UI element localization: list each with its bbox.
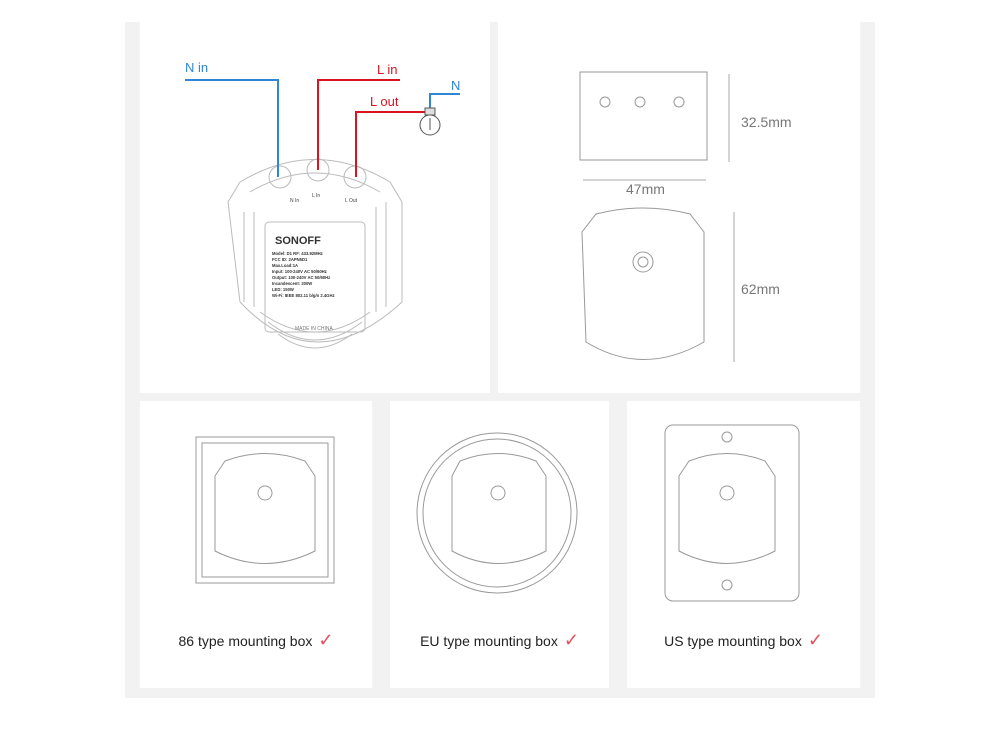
brand-logo: SONOFF	[275, 235, 321, 247]
terminal-label: L Out	[345, 198, 358, 204]
l-in-label: L in	[377, 62, 397, 77]
live-out-wire	[355, 111, 425, 177]
depth-dimension: 62mm	[741, 281, 780, 297]
mounting-86-panel: 86 type mounting box ✓	[140, 401, 372, 688]
n-in-label: N in	[185, 60, 208, 75]
mounting-86-caption: 86 type mounting box ✓	[140, 630, 372, 651]
dimensions-drawing: 32.5mm 47mm 62mm	[579, 71, 792, 362]
dimensions-panel: 32.5mm 47mm 62mm	[498, 22, 860, 393]
eu-box-drawing	[416, 432, 578, 594]
spec-line: Output: 100-240V AC 50/60Hz	[272, 275, 330, 280]
spec-line: Wi-Fi: IEEE 802.11 b/g/n 2.4GHz	[272, 293, 335, 298]
spec-line: Input: 100-240V AC 50/60Hz	[272, 269, 327, 274]
caption-text: 86 type mounting box	[178, 633, 313, 649]
check-icon: ✓	[563, 630, 579, 650]
terminal-label: L In	[312, 193, 320, 199]
spec-line: Model: D1 RF: 433.92MHz	[272, 251, 323, 256]
check-icon: ✓	[318, 630, 334, 650]
86-box-drawing	[195, 436, 335, 584]
spec-line: Incandescent: 200W	[272, 281, 312, 286]
l-out-label: L out	[370, 94, 399, 109]
height-dimension: 32.5mm	[741, 114, 792, 130]
mounting-eu-caption: EU type mounting box ✓	[390, 630, 609, 651]
neutral-wire	[185, 79, 279, 177]
mounting-us-panel: US type mounting box ✓	[627, 401, 860, 688]
check-icon: ✓	[807, 630, 823, 650]
wiring-diagram: N in L in L out N N In L In L Out SONOFF…	[185, 60, 460, 349]
light-bulb-icon	[419, 107, 441, 136]
n-label: N	[451, 78, 460, 93]
spec-line: FCC ID: 2APN5D1	[272, 257, 308, 262]
us-box-drawing	[664, 424, 800, 602]
caption-text: US type mounting box	[664, 633, 802, 649]
spec-line: LED: 150W	[272, 287, 294, 292]
live-in-wire	[317, 79, 400, 170]
width-dimension: 47mm	[626, 181, 665, 197]
caption-text: EU type mounting box	[420, 633, 558, 649]
made-in-label: MADE IN CHINA	[295, 326, 333, 332]
mounting-eu-panel: EU type mounting box ✓	[390, 401, 609, 688]
spec-line: Max.Load:1A	[272, 263, 298, 268]
terminal-label: N In	[290, 198, 299, 204]
wiring-diagram-panel: N in L in L out N N In L In L Out SONOFF…	[140, 22, 490, 393]
mounting-us-caption: US type mounting box ✓	[627, 630, 860, 651]
